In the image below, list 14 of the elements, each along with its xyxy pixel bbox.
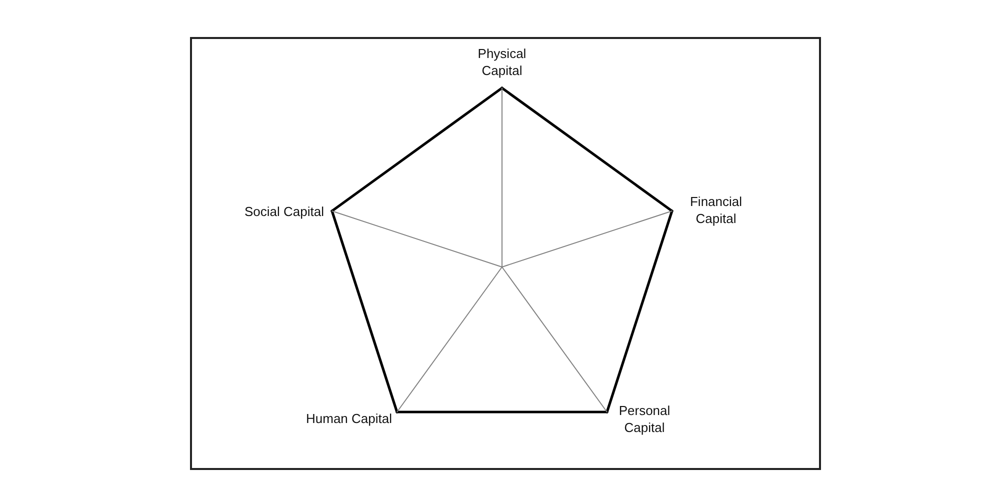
pentagon-side [330,86,504,212]
spoke-line [502,266,608,412]
pentagon-side [500,86,674,212]
spoke-line [332,210,502,268]
pentagon-side [606,210,674,414]
spoke-line [396,266,502,412]
capital-label: Human Capital [282,410,397,428]
capital-label: Financial Capital [672,192,754,229]
spoke-line [502,210,672,268]
pentagon-side [330,210,398,414]
capital-label: Social Capital [222,203,332,221]
capital-label: Physical Capital [457,43,547,88]
capital-label: Personal Capital [607,401,679,439]
pentagon-side [396,410,608,414]
